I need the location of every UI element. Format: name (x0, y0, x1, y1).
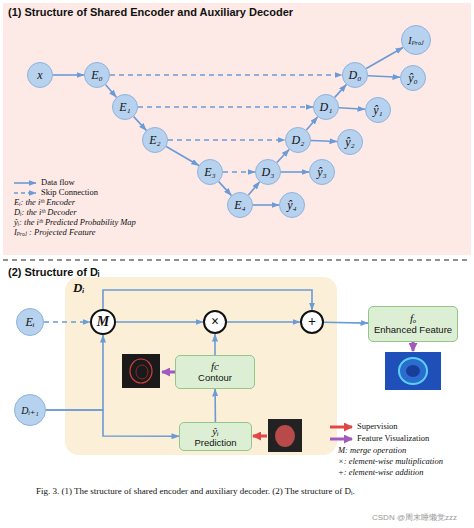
decoder-block: DᵢM × + fcContour ŷᵢPrediction (65, 277, 337, 455)
node-label: D₃ (262, 166, 275, 179)
feature-circle: ŷ₃ (309, 159, 335, 185)
feature-circle: D₂ (285, 127, 311, 153)
data-flow-arrow (219, 182, 232, 196)
node-caption: Prediction (194, 437, 236, 449)
visualization-arrow (412, 342, 415, 351)
feature-circle: E₄ (227, 192, 253, 218)
legend-note: ŷᵢ: the iᵗʰ Predicted Probability Map (14, 217, 136, 228)
node-label: E₂ (149, 134, 161, 147)
data-flow-arrow (134, 117, 147, 131)
node-label: ŷ₄ (287, 199, 297, 212)
node-label: Dᵢ (73, 280, 85, 296)
node-label: fc (211, 360, 219, 372)
feature-circle: E₂ (142, 127, 168, 153)
legend-note: Eᵢ: the iᵗʰ Encoder (14, 197, 75, 208)
feature-circle: Eᵢ (16, 308, 44, 336)
watermark: CSDN @周末睡懒觉zzz (372, 513, 457, 524)
node-label: ŷ₀ (408, 72, 418, 85)
node-label: Iₚᵣₒⱼ (408, 35, 423, 46)
panel-heading: (2) Structure of Dᵢ (8, 266, 99, 280)
feature-circle: ŷ₂ (337, 129, 363, 155)
feature-circle: x (27, 62, 53, 88)
node-label: M (97, 315, 109, 329)
node-label: ŷ₂ (345, 136, 355, 149)
node-label: + (308, 315, 316, 329)
legend-sample (14, 182, 36, 184)
data-flow-arrow (53, 74, 84, 76)
node-caption: Enhanced Feature (374, 324, 452, 336)
data-flow-arrow (166, 147, 199, 166)
feature-circle: E₁ (112, 94, 138, 120)
feature-circle: E₀ (84, 62, 110, 88)
legend-text: Supervision (357, 421, 398, 432)
enhanced-thumbnail (385, 352, 441, 390)
legend-sample (14, 192, 36, 194)
data-flow-arrow (368, 76, 400, 78)
legend-note: M: merge operation (338, 445, 406, 456)
feature-box: fcContour (175, 355, 255, 389)
skip-connection (168, 139, 285, 141)
node-label: ŷ₃ (317, 166, 327, 179)
legend-note: Dᵢ: the iᵗʰ Decoder (14, 207, 77, 218)
feature-circle: D₃ (255, 159, 281, 185)
legend-text: Feature Visualization (357, 433, 429, 444)
feature-circle: E₃ (197, 159, 223, 185)
legend-note: +: element-wise addition (338, 467, 424, 478)
data-flow-arrow (311, 141, 337, 142)
data-flow-arrow (339, 108, 365, 110)
legend-note: Iₚᵣₒⱼ : Projected Feature (14, 227, 96, 238)
node-label: Eᵢ (25, 316, 34, 329)
feature-circle: Dᵢ₊₁ (14, 394, 46, 426)
node-caption: Contour (198, 372, 232, 384)
feature-box: ŷᵢPrediction (179, 422, 252, 451)
node-label: × (211, 315, 219, 329)
feature-circle: Iₚᵣₒⱼ (401, 25, 431, 55)
legend-text: Data flow (41, 177, 75, 188)
data-flow-arrow (335, 85, 347, 98)
node-label: E₁ (119, 101, 131, 114)
enhanced-region (406, 365, 420, 377)
feature-circle: D₀ (342, 62, 368, 88)
feature-box: fₒEnhanced Feature (368, 306, 458, 342)
data-flow-arrow (106, 85, 117, 97)
feature-circle: ŷ₁ (365, 97, 391, 123)
panel-heading: (1) Structure of Shared Encoder and Auxi… (8, 6, 293, 20)
skip-connection (138, 106, 313, 108)
node-label: D₀ (349, 69, 362, 82)
feature-circle: ŷ₄ (279, 192, 305, 218)
node-label: x (37, 69, 42, 82)
node-label: fₒ (410, 312, 416, 324)
node-label: Dᵢ₊₁ (21, 405, 39, 416)
node-label: D₁ (320, 101, 333, 114)
enhanced-region (399, 358, 427, 384)
data-flow-arrow (306, 117, 317, 130)
node-label: E₃ (204, 166, 216, 179)
legend-text: Skip Connection (41, 187, 98, 198)
legend-note: ×: element-wise multiplication (338, 456, 443, 467)
operation-circle: × (203, 310, 227, 334)
data-flow-arrow (281, 171, 309, 173)
node-label: D₂ (292, 134, 305, 147)
node-label: ŷᵢ (212, 425, 219, 437)
skip-connection (110, 74, 342, 76)
feature-circle: ŷ₀ (400, 65, 426, 91)
feature-circle: D₁ (313, 94, 339, 120)
skip-connection (223, 171, 255, 173)
data-flow-arrow (277, 150, 289, 163)
data-flow-arrow (366, 48, 403, 69)
node-label: ŷ₁ (373, 104, 383, 117)
operation-circle: + (300, 310, 324, 334)
node-label: E₄ (234, 199, 246, 212)
data-flow-arrow (248, 182, 259, 195)
node-label: E₀ (91, 69, 103, 82)
operation-circle: M (90, 309, 116, 335)
data-flow-arrow (253, 204, 279, 206)
figure-caption: Fig. 3. (1) The structure of shared enco… (36, 486, 355, 497)
panel-separator (3, 259, 471, 260)
